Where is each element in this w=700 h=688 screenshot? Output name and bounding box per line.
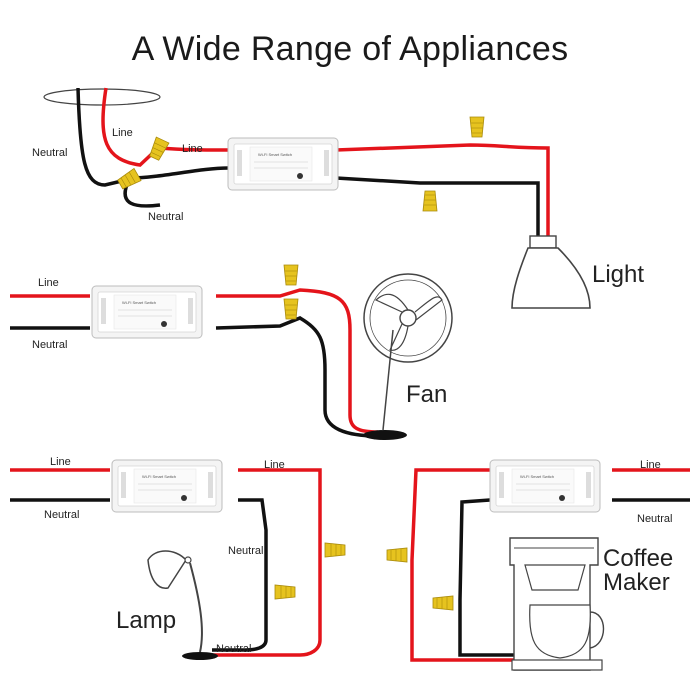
wire-label-line: Line (182, 143, 203, 155)
appliance-label-light: Light (592, 261, 644, 288)
wire-label-line: Line (112, 127, 133, 139)
wire-nut (432, 595, 454, 611)
wire-label-neutral: Neutral (32, 339, 67, 351)
wire-nut (283, 298, 299, 320)
wire-nut (274, 584, 296, 600)
wire-label-line: Line (50, 456, 71, 468)
wire-label-neutral: Neutral (148, 211, 183, 223)
wire-label-neutral: Neutral (44, 509, 79, 521)
wire-label-line: Line (640, 459, 661, 471)
wire-label-line: Line (38, 277, 59, 289)
wire-label-neutral: Neutral (228, 545, 263, 557)
coffee-circuit: Wi-Fi Smart Switch Line Neutral Coffee M… (386, 459, 690, 671)
coffee-maker-icon (509, 537, 605, 671)
lamp-circuit: Wi-Fi Smart Switch Line Neutral Line Neu… (10, 456, 346, 660)
wire-nut (116, 168, 142, 191)
appliance-label-lamp: Lamp (116, 607, 176, 634)
light-bulb-icon (511, 235, 591, 309)
switch-label-2: Wi-Fi Smart Switch (122, 300, 156, 305)
wire-nut (422, 190, 438, 212)
wire-nut (283, 264, 299, 286)
desk-lamp-icon (147, 550, 218, 660)
wire-label-neutral: Neutral (216, 643, 251, 655)
appliance-label-maker: Maker (603, 569, 670, 596)
fan-circuit: Wi-Fi Smart Switch Line Neutral Fan (10, 264, 453, 440)
wire-nut (386, 547, 408, 563)
switch-label-1: Wi-Fi Smart Switch (258, 152, 292, 157)
wire-nut (147, 136, 170, 162)
wire-label-neutral: Neutral (32, 147, 67, 159)
switch-label-4: Wi-Fi Smart Switch (520, 474, 554, 479)
wire-label-neutral: Neutral (637, 513, 672, 525)
light-circuit: Wi-Fi Smart Switch Line Line Neutral Neu… (32, 87, 644, 309)
page-title: A Wide Range of Appliances (131, 30, 569, 68)
smart-switch-4 (489, 459, 601, 513)
ceiling-box (43, 88, 161, 106)
smart-switch-3 (111, 459, 223, 513)
switch-label-3: Wi-Fi Smart Switch (142, 474, 176, 479)
smart-switch-1 (227, 137, 339, 191)
appliance-label-fan: Fan (406, 381, 447, 408)
wire-label-line: Line (264, 459, 285, 471)
wire-nut (324, 542, 346, 558)
fan-icon (363, 273, 453, 440)
appliance-label-coffee: Coffee (603, 545, 673, 572)
wire-nut (469, 116, 485, 138)
smart-switch-2 (91, 285, 203, 339)
